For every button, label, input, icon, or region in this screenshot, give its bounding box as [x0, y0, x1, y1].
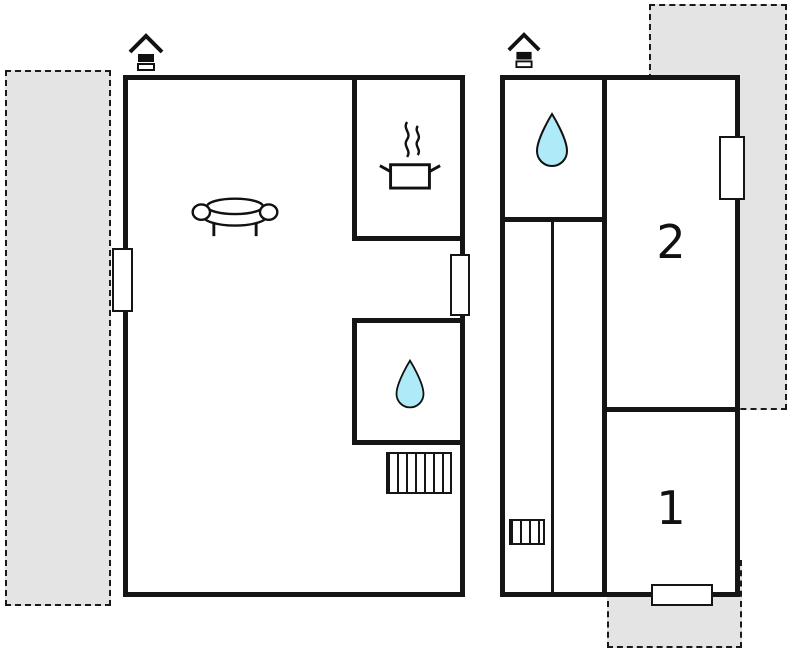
window-main-east — [450, 254, 470, 316]
chimney-icon — [505, 29, 543, 71]
radiator-annex — [509, 519, 545, 545]
wall-corridor-divider — [551, 222, 554, 592]
stove-icon — [376, 116, 444, 196]
radiator-main — [386, 452, 452, 494]
room-2-label: 2 — [656, 215, 686, 269]
window-annex-south — [651, 584, 713, 606]
sofa-icon — [188, 190, 282, 240]
wall-bathroom-main-north — [352, 318, 460, 323]
wall-room1-room2-divider — [607, 407, 735, 412]
building-main — [123, 75, 465, 597]
wall-bathroom-annex-south — [505, 217, 607, 222]
building-annex — [500, 75, 740, 597]
room-1-label: 1 — [656, 481, 686, 535]
wall-kitchen-west — [352, 80, 357, 240]
wall-kitchen-south — [352, 236, 460, 241]
window-annex-east — [719, 136, 745, 200]
chimney-icon — [126, 31, 166, 73]
terrace-left — [5, 70, 111, 606]
wall-bathroom-main-south — [352, 440, 460, 445]
water-drop-icon — [392, 356, 428, 412]
water-drop-icon — [532, 110, 572, 170]
window-main-west — [112, 248, 133, 312]
wall-bathroom-main-west — [352, 318, 357, 445]
wall-hall-east — [602, 80, 607, 592]
